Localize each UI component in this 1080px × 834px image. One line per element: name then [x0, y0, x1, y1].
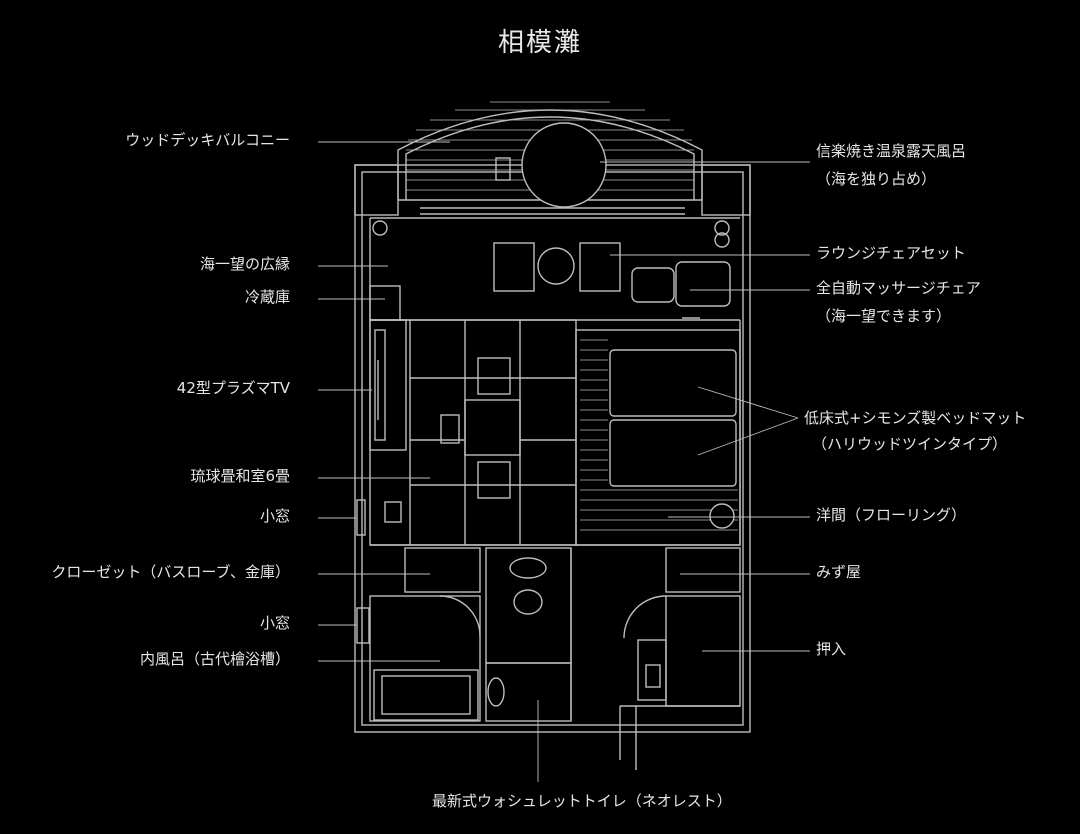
- label-window1: 小窓: [259, 507, 290, 525]
- label-closet: クローゼット（バスローブ、金庫）: [51, 563, 290, 581]
- washitsu: [369, 319, 577, 546]
- label-bed: 低床式+シモンズ製ベッドマット （ハリウッドツインタイプ）: [804, 409, 1026, 454]
- engawa: [369, 217, 740, 321]
- label-tv: 42型プラズマTV: [176, 379, 290, 397]
- label-bed-note: （ハリウッドツインタイプ）: [812, 434, 1008, 453]
- leader-lines: [318, 141, 810, 782]
- label-bed-main: 低床式+シモンズ製ベッドマット: [804, 409, 1027, 427]
- label-mizuya: みず屋: [816, 563, 862, 581]
- label-engawa: 海一望の広縁: [199, 255, 290, 273]
- label-toilet: 最新式ウォシュレットトイレ（ネオレスト）: [432, 792, 732, 810]
- label-onsen-note: （海を独り占め）: [816, 169, 937, 188]
- label-onsen: 信楽焼き温泉露天風呂 （海を独り占め）: [816, 142, 966, 189]
- label-massage: 全自動マッサージチェア （海一望できます）: [816, 279, 981, 326]
- label-washitsu: 琉球畳和室6畳: [190, 467, 290, 485]
- onsen-tub: [521, 122, 607, 208]
- lower-rooms: [369, 544, 741, 770]
- room-title: 相模灘: [497, 28, 582, 58]
- label-onsen-main: 信楽焼き温泉露天風呂: [816, 142, 967, 160]
- label-oshiire: 押入: [816, 640, 847, 658]
- label-massage-main: 全自動マッサージチェア: [816, 279, 981, 297]
- label-deck: ウッドデッキバルコニー: [125, 131, 290, 149]
- label-western: 洋間（フローリング）: [816, 506, 967, 524]
- label-massage-note: （海一望できます）: [816, 306, 952, 325]
- label-bath: 内風呂（古代檜浴槽）: [139, 650, 290, 668]
- label-fridge: 冷蔵庫: [244, 288, 290, 306]
- western-room: [575, 320, 741, 546]
- label-lounge: ラウンジチェアセット: [816, 244, 966, 262]
- label-window2: 小窓: [259, 614, 290, 632]
